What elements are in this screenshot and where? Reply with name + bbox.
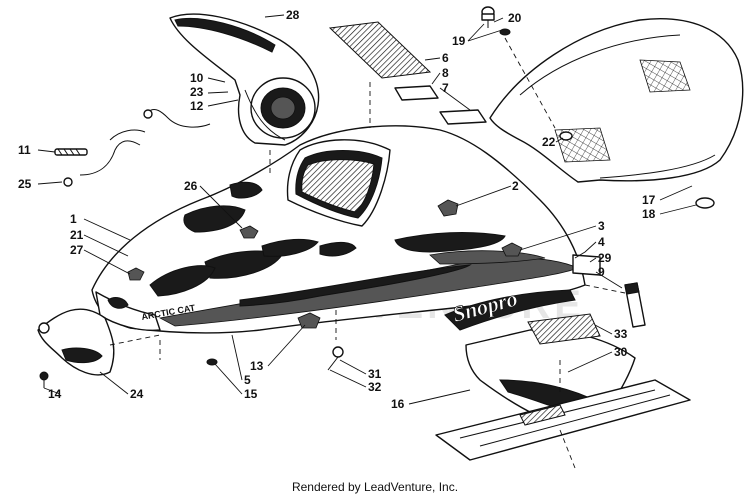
callout-23: 23 [190,85,204,99]
bracket-guide-line [109,334,161,346]
callout-17: 17 [642,193,656,207]
callout-7: 7 [442,81,449,95]
callout-9: 9 [598,265,605,279]
decal-7-part [439,109,487,125]
rivet-part [327,310,344,371]
callout-10: 10 [190,71,204,85]
callout-29: 29 [598,251,612,265]
decal-6-part [328,21,432,79]
callout-11: 11 [18,143,31,157]
callout-1: 1 [70,212,77,226]
callout-32: 32 [368,380,382,394]
grommet-2-part [437,199,459,217]
callout-14: 14 [48,387,62,401]
callout-12: 12 [190,99,204,113]
knob-centerline [504,37,556,129]
callout-18: 18 [642,207,656,221]
callout-3: 3 [598,219,605,233]
grommet-3-part [501,242,523,257]
mount-bracket-part [37,308,115,376]
decal-8-part [394,85,439,101]
leader-lines [37,14,697,405]
windshield-grommet-part [695,197,715,209]
cable-assembly-part [54,109,211,187]
callout-22: 22 [542,135,556,149]
callout-33: 33 [614,327,628,341]
hinge-9-part [624,282,646,328]
windshield-knob-part [481,6,511,36]
callout-numbers: 1 2 3 4 5 6 7 8 9 10 11 12 13 14 15 16 1… [18,8,656,411]
footer-credit: Rendered by LeadVenture, Inc. [291,480,459,494]
callout-8: 8 [442,66,449,80]
callout-16: 16 [391,397,405,411]
grommet-13-part [297,312,321,329]
callout-5: 5 [244,373,251,387]
callout-2: 2 [512,179,519,193]
callout-24: 24 [130,387,144,401]
grommet-26-part [239,225,259,239]
callout-20: 20 [508,11,522,25]
dash-panel-part [169,13,320,146]
callout-21: 21 [70,228,84,242]
callout-26: 26 [184,179,198,193]
callout-28: 28 [286,8,300,22]
callout-27: 27 [70,243,84,257]
grommet-27-part [127,267,145,281]
screw-15-part [206,358,218,366]
callout-4: 4 [598,235,605,249]
callout-30: 30 [614,345,628,359]
callout-25: 25 [18,177,32,191]
callout-19: 19 [452,34,466,48]
tray-part [435,379,691,469]
hinge-guide-line [584,284,626,294]
callout-13: 13 [250,359,264,373]
callout-6: 6 [442,51,449,65]
screw-14-part [39,371,49,388]
callout-15: 15 [244,387,258,401]
windshield-part [489,18,744,183]
hood-part: ARCTIC CAT Snopro [91,125,586,334]
callout-31: 31 [368,367,382,381]
